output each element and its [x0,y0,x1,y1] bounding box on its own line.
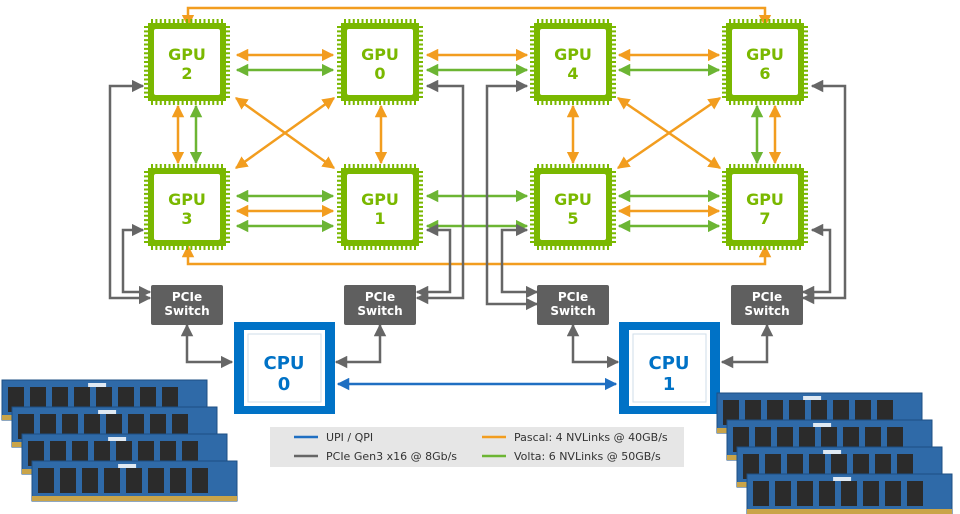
volta-nvlinks [189,63,764,233]
gpu-id: 5 [567,209,578,228]
cpu-id: 1 [663,374,676,395]
pcie-link-switch0-cpu0 [180,323,234,369]
pcie-switch-2[interactable]: PCIe Switch [537,285,609,325]
cpu-label: CPU [648,353,689,374]
pcie-links [108,79,847,369]
switch-label-line2: Switch [744,304,789,318]
chip-die [540,29,606,95]
legend-item-volta: Volta: 6 NVLinks @ 50GB/s [482,450,661,463]
gpu-label: GPU [361,45,399,64]
memory-bank-left [1,379,238,502]
dimm-module [746,473,953,514]
gpu-id: 0 [374,64,385,83]
gpu-id: 1 [374,209,385,228]
chip-pins [337,19,423,105]
switch-label-line1: PCIe [365,290,395,304]
gpu-label: GPU [746,190,784,209]
chip-die [732,29,798,95]
pascal-nvlinks [171,6,782,266]
pcie-switch-1[interactable]: PCIe Switch [344,285,416,325]
gpu-id: 4 [567,64,578,83]
pascal-link-gpu2-gpu6 [181,6,772,28]
switch-label-line1: PCIe [558,290,588,304]
cpu-id: 0 [278,374,291,395]
chip-pins [337,164,423,250]
gpu-id: 6 [759,64,770,83]
gpu-label: GPU [168,190,206,209]
chip-die [347,29,413,95]
gpu-id: 3 [181,209,192,228]
cpu-0[interactable]: CPU 0 [234,322,335,414]
legend: UPI / QPI PCIe Gen3 x16 @ 8Gb/s Pascal: … [270,427,684,467]
gpu-label: GPU [554,45,592,64]
switch-label-line2: Switch [550,304,595,318]
chip-die [540,174,606,240]
cpu-1[interactable]: CPU 1 [619,322,720,414]
pcie-switch-0[interactable]: PCIe Switch [151,285,223,325]
legend-label: PCIe Gen3 x16 @ 8Gb/s [326,450,457,463]
legend-label: UPI / QPI [326,431,373,444]
pcie-link-switch3-gpu7 [801,223,832,299]
chip-pins [144,164,230,250]
pcie-link-switch0-gpu3 [121,223,152,299]
pascal-link-gpu0-gpu3 [234,96,336,170]
chip-pins [530,164,616,250]
gpu-label: GPU [361,190,399,209]
gpu-label: GPU [554,190,592,209]
dimm-module [31,460,238,502]
pcie-link-switch0-gpu2 [108,79,152,305]
pascal-link-gpu6-gpu5 [616,96,722,170]
gpu-id: 2 [181,64,192,83]
chip-die [732,174,798,240]
chip-die [347,174,413,240]
pcie-link-switch1-gpu0 [415,79,465,305]
chip-pins [722,19,808,105]
pcie-link-switch2-cpu1 [566,323,620,369]
pcie-link-switch2-gpu4 [485,79,539,311]
chip-die [154,29,220,95]
switch-label-line1: PCIe [752,290,782,304]
legend-label: Pascal: 4 NVLinks @ 40GB/s [514,431,668,444]
switch-label-line2: Switch [164,304,209,318]
legend-label: Volta: 6 NVLinks @ 50GB/s [514,450,661,463]
pcie-link-switch3-cpu1 [720,323,774,369]
memory-bank-right [716,392,953,514]
pcie-link-switch2-gpu5 [500,223,539,299]
switch-label-line2: Switch [357,304,402,318]
gpu-id: 7 [759,209,770,228]
chip-pins [530,19,616,105]
gpu-label: GPU [168,45,206,64]
gpu-label: GPU [746,45,784,64]
pcie-link-switch3-gpu6 [801,79,847,305]
cpu-label: CPU [263,353,304,374]
legend-item-upi: UPI / QPI [294,431,373,444]
pcie-link-switch1-gpu1 [415,223,452,299]
pcie-switch-3[interactable]: PCIe Switch [731,285,803,325]
legend-item-pcie: PCIe Gen3 x16 @ 8Gb/s [294,450,457,463]
chip-pins [144,19,230,105]
interconnect-links [108,6,847,391]
pascal-link-gpu3-gpu7 [181,244,772,266]
switch-label-line1: PCIe [172,290,202,304]
chip-pins [722,164,808,250]
pcie-link-switch1-cpu0 [334,323,387,369]
chip-die [154,174,220,240]
legend-item-pascal: Pascal: 4 NVLinks @ 40GB/s [482,431,668,444]
